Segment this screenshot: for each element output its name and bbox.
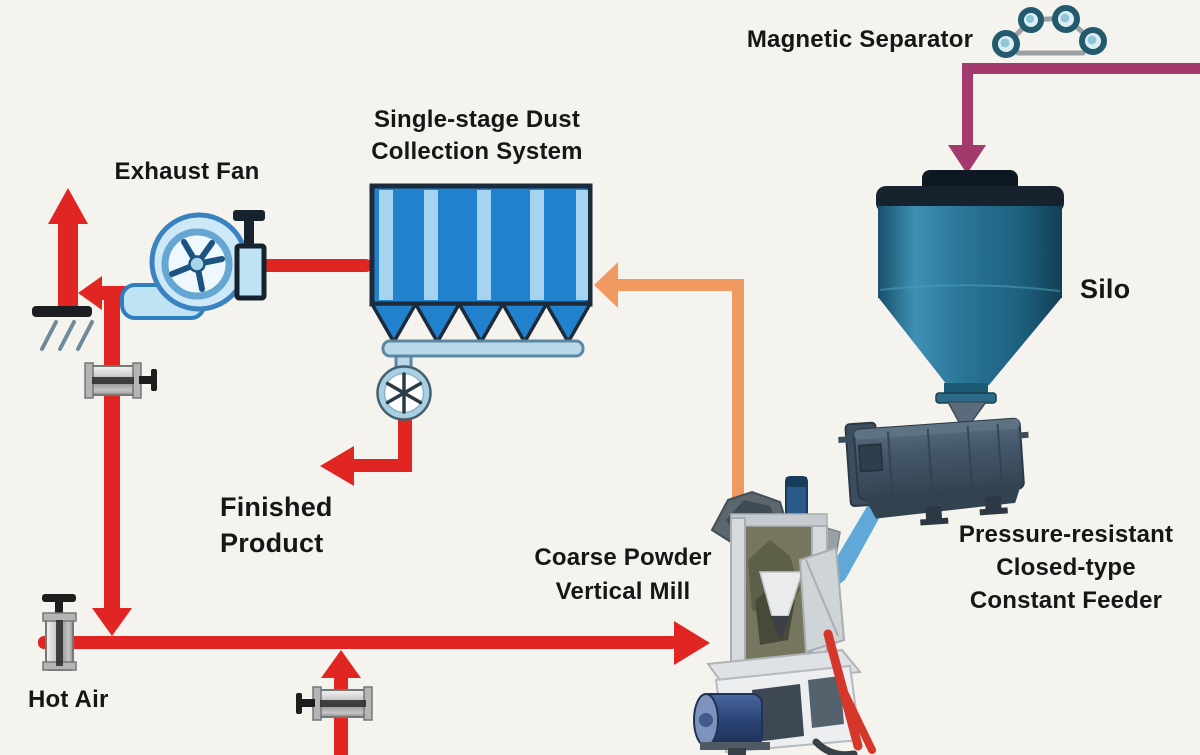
magnetic-separator-icon: [992, 5, 1107, 58]
exhaust-fan-label: Exhaust Fan: [114, 158, 260, 185]
feed-chute-arrow: [828, 498, 886, 588]
exhaust-stack-arrow: [48, 188, 88, 311]
vertical-mill-label: Coarse Powder Vertical Mill: [534, 544, 712, 605]
dust-airflow-duct: [594, 262, 744, 512]
stack-ground-icon: [32, 306, 94, 351]
constant-feeder-label: Pressure-resistant Closed-type Constant …: [958, 521, 1174, 614]
rotary-valve-icon: [376, 365, 432, 421]
constant-feeder-graphic: [838, 401, 1029, 526]
finished-product-line: [320, 410, 412, 486]
silo-graphic: [876, 170, 1064, 404]
collector-discharge-pipe: [381, 339, 585, 358]
fan-outlet-line: [258, 259, 372, 272]
hot-air-label: Hot Air: [28, 686, 109, 713]
exhaust-fan-icon: [120, 210, 267, 320]
collector-hoppers: [370, 302, 592, 344]
magnetic-separator-label: Magnetic Separator: [746, 26, 974, 53]
gate-valve-fan-inlet: [84, 362, 157, 399]
dust-collection-label: Single-stage Dust Collection System: [371, 106, 583, 165]
fan-outlet-damper: [233, 210, 267, 301]
gate-valve-hot-air-riser: [296, 686, 373, 721]
hot-air-line: [38, 621, 710, 665]
finished-product-label: Finished Product: [220, 492, 333, 558]
gate-valve-hot-air-inlet: [42, 594, 77, 671]
vertical-mill-graphic: [693, 476, 876, 755]
silo-label: Silo: [1080, 274, 1131, 304]
dust-collector-graphic: [369, 183, 593, 421]
magnetic-feed-line: [948, 63, 1200, 174]
